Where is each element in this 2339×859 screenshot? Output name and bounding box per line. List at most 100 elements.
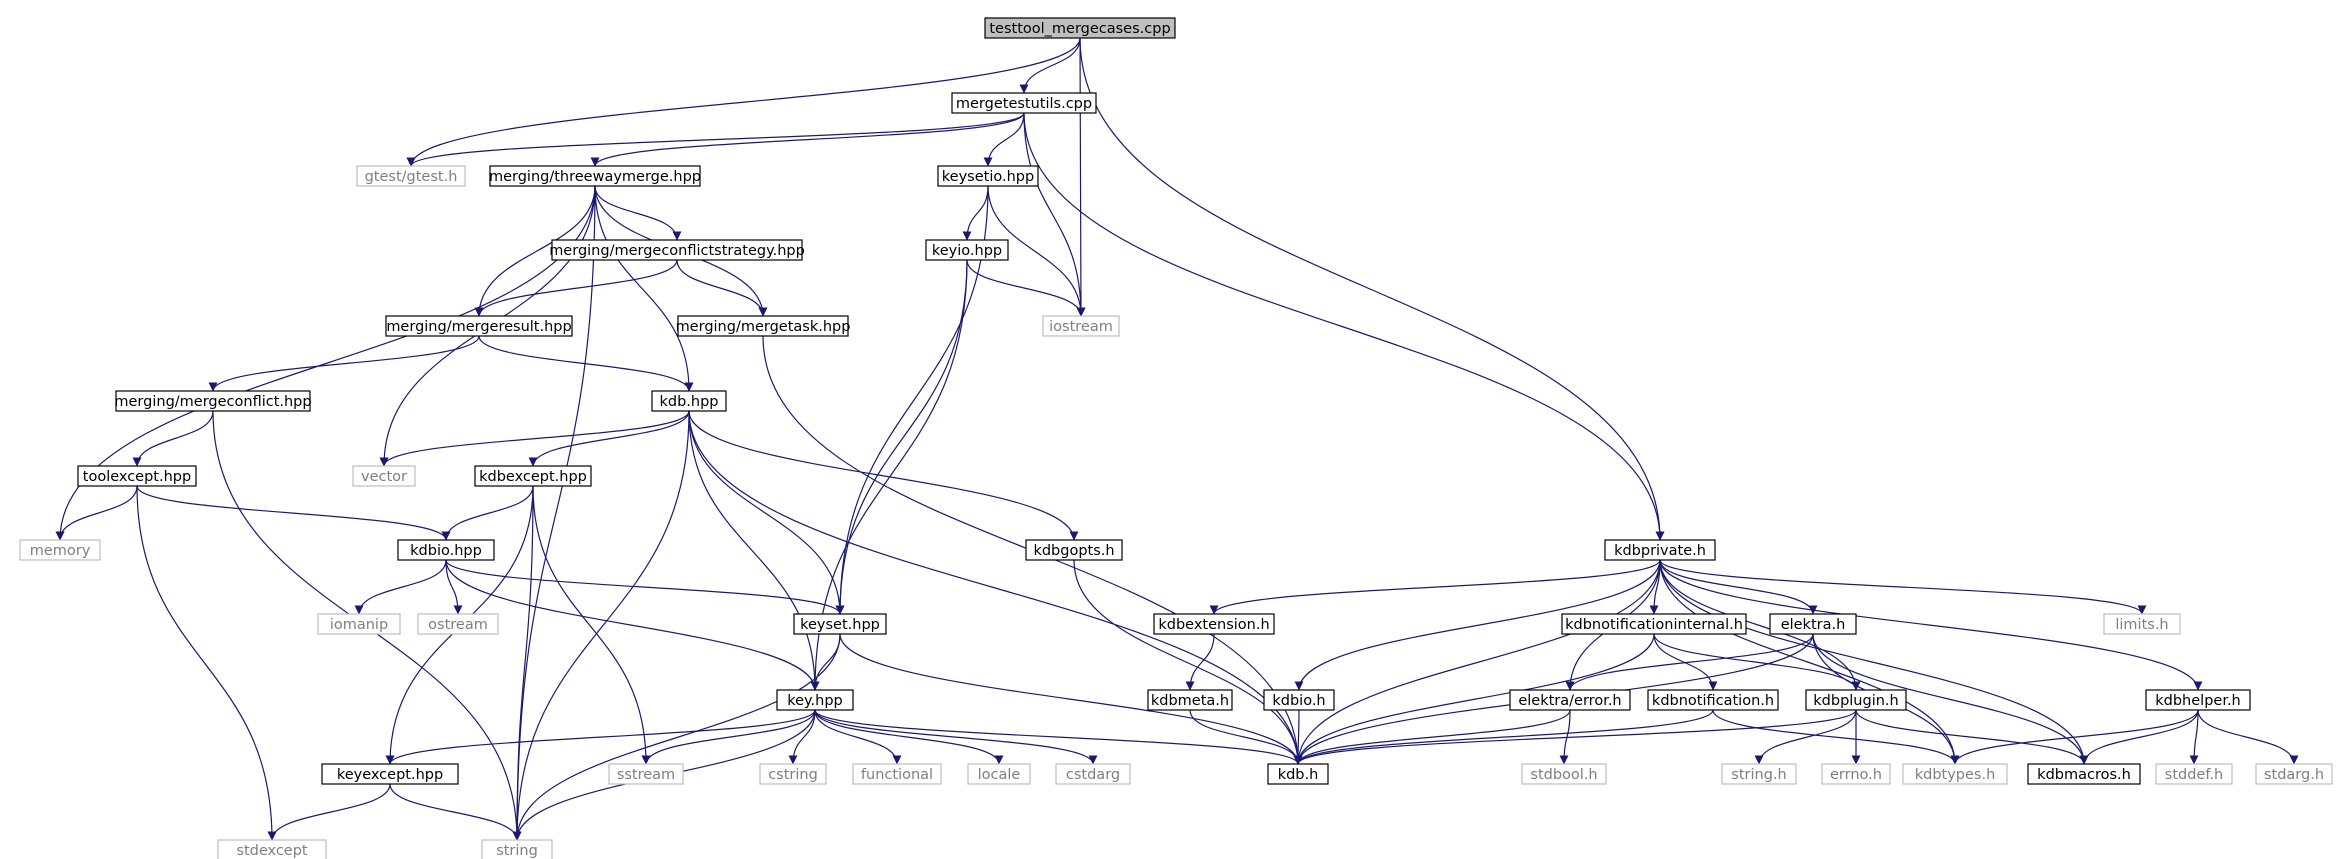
node-gtest[interactable]: gtest/gtest.h [356, 165, 466, 187]
edge-toolexcept-to-stdexcept [136, 485, 277, 841]
edge-kdbhpp-to-keyhpp [688, 410, 820, 691]
node-label: keyexcept.hpp [337, 767, 443, 783]
node-kdbioh[interactable]: kdbio.h [1263, 689, 1335, 711]
node-label: mergetestutils.cpp [956, 96, 1092, 112]
node-box [1509, 689, 1631, 711]
node-stdbool[interactable]: stdbool.h [1521, 763, 1607, 785]
node-kdbnotif[interactable]: kdbnotification.h [1647, 689, 1779, 711]
edge-threewaymerge-to-kdbhpp [594, 185, 694, 392]
node-label: kdbhelper.h [2155, 693, 2241, 709]
node-elektrah[interactable]: elektra.h [1769, 613, 1857, 635]
edge-mergetestutils-to-keysetio [983, 112, 1025, 167]
node-box [352, 465, 416, 487]
node-stddef[interactable]: stddef.h [2155, 763, 2233, 785]
node-kdbgopts[interactable]: kdbgopts.h [1025, 539, 1123, 561]
node-box [651, 390, 727, 412]
node-iomanip[interactable]: iomanip [317, 613, 401, 635]
node-label: kdbplugin.h [1813, 693, 1898, 709]
node-kdbhpp[interactable]: kdb.hpp [651, 390, 727, 412]
node-threewaymerge[interactable]: merging/threewaymerge.hpp [489, 165, 701, 187]
edge-kdbplugin-to-kdbmacros [1855, 709, 2089, 765]
edge-keyhpp-to-functional [814, 709, 902, 765]
node-toolexcept[interactable]: toolexcept.hpp [77, 465, 197, 487]
node-kdbh[interactable]: kdb.h [1267, 763, 1329, 785]
node-stringh[interactable]: string.h [1721, 763, 1797, 785]
node-label: iomanip [330, 617, 388, 633]
node-kdbnotifint[interactable]: kdbnotificationinternal.h [1561, 613, 1747, 635]
node-string[interactable]: string [481, 839, 553, 859]
node-kdbprivate[interactable]: kdbprivate.h [1604, 539, 1716, 561]
edge-kdbprivate-to-elektrah [1659, 559, 1818, 615]
node-keyio[interactable]: keyio.hpp [925, 239, 1009, 261]
node-label: keyset.hpp [800, 617, 880, 633]
edge-kdbio-to-ostream [445, 559, 463, 615]
edge-kdbmeta-to-kdbh [1189, 709, 1303, 765]
node-keyhpp[interactable]: key.hpp [776, 689, 854, 711]
node-kdbtypes[interactable]: kdbtypes.h [1902, 763, 2008, 785]
node-kdbmacros[interactable]: kdbmacros.h [2027, 763, 2141, 785]
node-mergetask[interactable]: merging/mergetask.hpp [676, 315, 851, 337]
node-functional[interactable]: functional [852, 763, 942, 785]
node-kdbio[interactable]: kdbio.hpp [397, 539, 495, 561]
edge-toolexcept-to-memory [55, 485, 138, 541]
node-iostream[interactable]: iostream [1042, 315, 1120, 337]
node-vector[interactable]: vector [352, 465, 416, 487]
node-memory[interactable]: memory [19, 539, 101, 561]
edge-kdbhpp-to-kdbgopts [688, 410, 1079, 541]
node-cstring[interactable]: cstring [759, 763, 827, 785]
node-box [1521, 763, 1607, 785]
node-label: vector [361, 469, 407, 485]
node-kdbhelper[interactable]: kdbhelper.h [2145, 689, 2251, 711]
node-box [776, 689, 854, 711]
node-label: gtest/gtest.h [365, 169, 458, 185]
node-locale[interactable]: locale [967, 763, 1031, 785]
node-kdbextension[interactable]: kdbextension.h [1153, 613, 1275, 635]
node-label: stdbool.h [1530, 767, 1597, 783]
node-label: ostream [428, 617, 488, 633]
node-stdarg[interactable]: stdarg.h [2255, 763, 2333, 785]
edge-keyio-to-keyset [835, 259, 968, 615]
edge-keyexcept-to-string [389, 783, 522, 841]
node-mergeconflict[interactable]: merging/mergeconflict.hpp [114, 390, 312, 412]
node-sstream[interactable]: sstream [608, 763, 684, 785]
edge-kdbhelper-to-kdbmacros [2079, 709, 2199, 765]
node-box [1025, 539, 1123, 561]
node-label: kdbprivate.h [1614, 543, 1706, 559]
node-limits[interactable]: limits.h [2103, 613, 2181, 635]
node-label: memory [30, 543, 91, 559]
node-cstdarg[interactable]: cstdarg [1055, 763, 1131, 785]
edge-kdbio-to-keyhpp [445, 559, 820, 691]
node-errno[interactable]: errno.h [1821, 763, 1891, 785]
edge-root-to-mergetestutils [1019, 37, 1081, 94]
node-label: cstdarg [1066, 767, 1120, 783]
node-box [852, 763, 942, 785]
node-label: kdbextension.h [1158, 617, 1269, 633]
node-kdbexcept[interactable]: kdbexcept.hpp [474, 465, 592, 487]
node-mcstrategy[interactable]: merging/mergeconflictstrategy.hpp [549, 239, 805, 261]
node-keysetio[interactable]: keysetio.hpp [937, 165, 1039, 187]
node-label: stddef.h [2165, 767, 2223, 783]
node-elektraerror[interactable]: elektra/error.h [1509, 689, 1631, 711]
node-label: kdbexcept.hpp [479, 469, 587, 485]
node-mergetestutils[interactable]: mergetestutils.cpp [951, 92, 1097, 114]
node-keyexcept[interactable]: keyexcept.hpp [321, 763, 459, 785]
node-mergeresult[interactable]: merging/mergeresult.hpp [385, 315, 573, 337]
node-kdbplugin[interactable]: kdbplugin.h [1805, 689, 1907, 711]
edge-kdbexcept-to-sstream [532, 485, 651, 765]
node-keyset[interactable]: keyset.hpp [793, 613, 887, 635]
node-label: sstream [617, 767, 675, 783]
node-box [321, 763, 459, 785]
node-box [2255, 763, 2333, 785]
node-label: merging/mergetask.hpp [676, 319, 851, 335]
node-label: keyio.hpp [932, 243, 1002, 259]
node-box [937, 165, 1039, 187]
node-ostream[interactable]: ostream [417, 613, 499, 635]
node-box [951, 92, 1097, 114]
node-kdbmeta[interactable]: kdbmeta.h [1147, 689, 1233, 711]
node-stdexcept[interactable]: stdexcept [217, 839, 327, 859]
node-box [1805, 689, 1907, 711]
node-box [551, 239, 803, 261]
edge-kdbnotif-to-kdbtypes [1712, 709, 1960, 765]
edge-elektraerror-to-kdbh [1293, 709, 1571, 765]
